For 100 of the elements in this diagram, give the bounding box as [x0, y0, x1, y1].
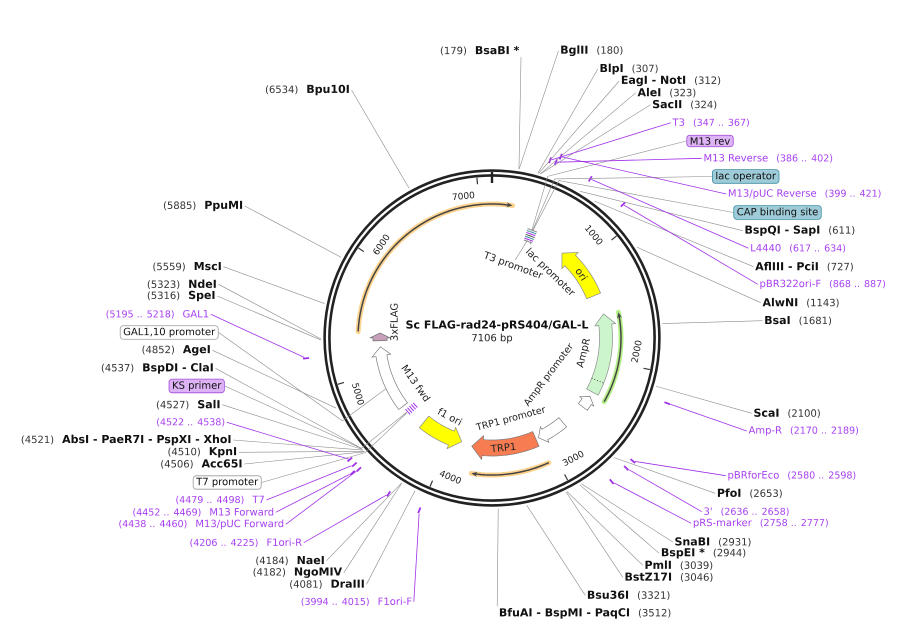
leader-line: [566, 492, 624, 578]
leader-line: [656, 386, 752, 414]
primer-label: T3 (347 .. 367): [672, 118, 749, 128]
leader-line: [566, 491, 644, 566]
primer-mark: [558, 153, 563, 160]
site-label: BglII (180): [561, 45, 622, 56]
leader-line: [215, 368, 362, 449]
leader-line: [532, 180, 734, 232]
leader-line: [224, 386, 407, 449]
primer-label: (3994 .. 4015) F1ori-F: [302, 597, 412, 606]
leader-line: [634, 461, 726, 476]
site-label: BspEI * (2944): [662, 548, 746, 559]
leader-line: [351, 90, 410, 189]
site-label: AflIII - PciI (727): [755, 262, 853, 272]
leader-line: [594, 200, 754, 267]
site-label: (4521) AbsI - PaeR7I - PspXI - XhoI: [22, 434, 230, 446]
site-label: BlpI (307): [600, 64, 658, 74]
leader-line: [538, 80, 620, 174]
leader-line: [413, 513, 420, 602]
leader-line: [232, 440, 364, 450]
primer-label: Amp-R (2170 .. 2189): [748, 426, 858, 436]
site-label: Bsu36I (3321): [588, 590, 670, 600]
leader-line: [212, 350, 336, 408]
leader-line: [226, 422, 349, 460]
leader-line: [562, 156, 727, 194]
leader-line: [579, 484, 660, 554]
primer-mark: [386, 490, 392, 497]
primer-mark: [346, 456, 353, 462]
primer-label: M13/pUC Reverse (399 .. 421): [728, 189, 881, 199]
plasmid-size: 7106 bp: [472, 334, 512, 344]
leader-line: [550, 122, 672, 160]
leader-line: [540, 104, 651, 174]
site-label: (4527) SalI: [156, 400, 220, 410]
site-label: (5316) SpeI: [148, 290, 214, 302]
primer-mark: [548, 157, 552, 164]
tick-label: 5000: [352, 382, 364, 405]
feature-tag: GAL1,10 promoter: [120, 325, 219, 340]
leader-line: [531, 140, 687, 232]
tick-label: 4000: [440, 470, 461, 484]
site-label: (6534) Bpu10I: [266, 84, 349, 96]
primer-label: (4438 .. 4460) M13/pUC Forward: [119, 519, 284, 530]
leader-line: [216, 296, 322, 340]
leader-line: [540, 92, 636, 174]
site-label: (4182) NgoMIV: [254, 568, 342, 578]
primer-label: M13 Reverse (386 .. 402): [704, 154, 832, 163]
leader-line: [614, 482, 692, 524]
site-label: BfuAI - BspMI - PaqCI (3512): [500, 608, 670, 619]
leader-line: [624, 204, 758, 285]
site-label: (5885) PpuMI: [164, 200, 242, 212]
feature-label: 3xFLAG: [390, 304, 398, 340]
site-label: SacII (324): [653, 100, 716, 110]
feature-tag: lac operator: [712, 169, 780, 184]
primer-mark: [624, 465, 630, 471]
site-label: (4852) AgeI: [142, 345, 210, 356]
leader-line: [614, 457, 716, 494]
site-label: EagI - NotI (312): [622, 76, 720, 86]
site-label: ScaI (2100): [754, 408, 820, 418]
site-label: (4510) KpnI: [168, 447, 236, 458]
leader-line: [530, 240, 531, 245]
site-label: AleI (323): [638, 88, 696, 98]
leader-line: [518, 56, 522, 170]
leader-line: [244, 206, 342, 258]
site-label: (4506) Acc65I: [161, 459, 242, 469]
feature-label: AmpR: [576, 339, 590, 368]
leader-line: [285, 470, 357, 525]
leader-line: [556, 158, 702, 163]
leader-line: [261, 412, 408, 483]
tick-label: 7000: [452, 192, 474, 200]
primer-mark: [417, 507, 422, 514]
site-label: BspQI - SapI (611): [746, 225, 854, 236]
primer-label: (4479 .. 4498) T7: [176, 496, 264, 504]
site-label: (5559) MscI: [153, 262, 221, 272]
leader-line: [222, 404, 363, 450]
primer-mark: [664, 401, 670, 406]
leader-line: [628, 469, 702, 512]
tick-label: 2000: [631, 340, 642, 363]
leader-line: [218, 332, 386, 422]
site-label: SnaBI (2931): [675, 537, 751, 547]
primer-mark: [630, 458, 636, 464]
leader-line: [218, 284, 322, 340]
site-label: BsaI (1681): [765, 316, 832, 326]
primer-mark: [356, 466, 362, 472]
primer-label: pBR322ori-F (868 .. 887): [760, 279, 886, 290]
primer-label: (4522 .. 4538): [157, 418, 224, 427]
primer-label: L4440 (617 .. 634): [751, 244, 846, 253]
leader-line: [580, 191, 744, 231]
primer-mark: [588, 176, 593, 182]
leader-line: [223, 266, 325, 304]
leader-line: [662, 320, 763, 324]
primer-label: (4206 .. 4225) F1ori-R: [190, 538, 302, 548]
leader-line: [670, 404, 748, 432]
leader-line: [514, 240, 528, 260]
plasmid-name: Sc FLAG-rad24-pRS404/GAL-L: [406, 320, 588, 331]
site-label: (5323) NdeI: [148, 279, 216, 290]
site-label: PfoI (2653): [718, 488, 782, 498]
feature-tag: CAP binding site: [733, 205, 822, 220]
leader-line: [538, 68, 598, 174]
primer-label: pRS-marker (2758 .. 2777): [694, 518, 828, 528]
feature-tag: KS primer: [168, 378, 225, 394]
site-label: (4184) NaeI: [256, 556, 324, 566]
